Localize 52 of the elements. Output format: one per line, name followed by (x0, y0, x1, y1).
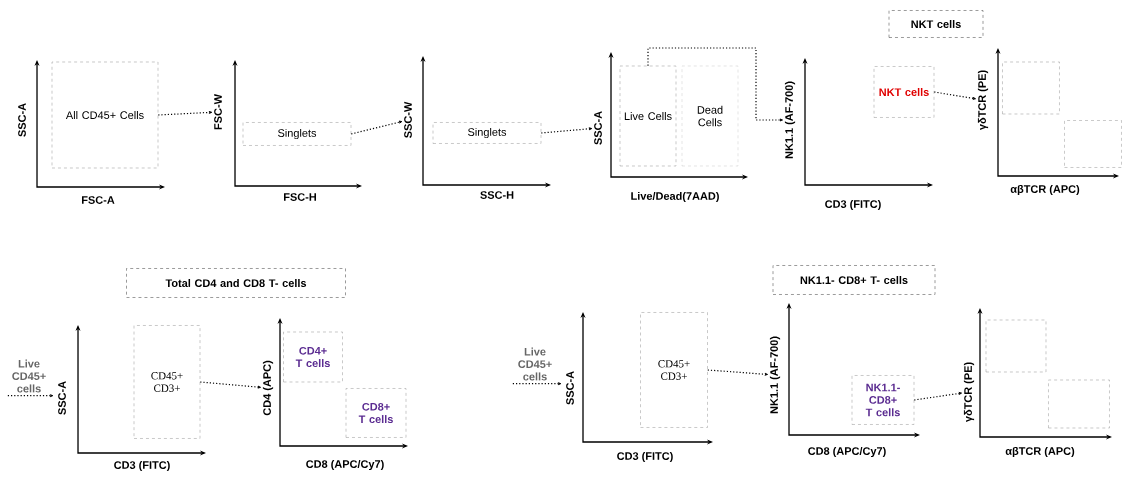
axis-label: αβTCR (APC) (1005, 446, 1075, 458)
arrow (157, 111, 213, 116)
population-label: Live CD45+ cells (12, 359, 46, 393)
gate-box: Singlets (432, 122, 542, 144)
axis-label: NK1.1 (AF-700) (784, 81, 796, 159)
axis-label: SSC-H (480, 191, 514, 199)
population-title-box: NKT cells (888, 10, 984, 38)
arrow (933, 91, 976, 100)
axis-label: SSC-A (594, 111, 602, 145)
axis-label: CD3 (FITC) (617, 451, 673, 463)
axis-label: FSC-A (82, 196, 115, 204)
gate-box: Singlets (242, 122, 352, 146)
gate-box (1048, 379, 1110, 429)
population-title-box: Total CD4 and CD8 T- cells (126, 268, 346, 298)
gate-box (985, 319, 1047, 373)
axis-label: CD3 (FITC) (114, 460, 170, 472)
axis-label: CD4 (APC) (262, 360, 274, 416)
gate-box: NKT cells (873, 66, 935, 118)
axis-label: Live/Dead(7AAD) (631, 191, 719, 203)
gate-box: CD8+ T cells (345, 388, 407, 438)
axis-label: αβTCR (APC) (1010, 184, 1080, 196)
axis-label: γδTCR (PE) (977, 70, 989, 131)
arrow (512, 382, 562, 386)
gate-box (1002, 61, 1060, 115)
axis-label: γδTCR (PE) (963, 362, 975, 423)
gate-box: NK1.1- CD8+ T cells (851, 375, 915, 425)
gate-box: All CD45+ Cells (51, 61, 159, 169)
gate-box: CD45+ CD3+ (133, 325, 201, 439)
gate-box: Live Cells (619, 65, 677, 167)
axis-label: SSC-A (18, 103, 26, 137)
axis-label: SSC-A (566, 371, 574, 405)
arrow (7, 394, 54, 398)
axis-label: CD3 (FITC) (825, 199, 881, 211)
gate-box: CD45+ CD3+ (640, 312, 708, 428)
arrow (647, 47, 783, 122)
axis-label: CD8 (APC/Cy7) (808, 446, 886, 458)
gate-box (1064, 120, 1122, 168)
axis-label: FSC-H (284, 193, 316, 201)
gate-box: CD4+ T cells (283, 331, 343, 383)
arrow (707, 369, 768, 376)
arrow (199, 381, 261, 389)
population-title-box: NK1.1- CD8+ T- cells (772, 265, 936, 295)
population-label: Live CD45+ cells (518, 347, 552, 381)
arrow (913, 392, 962, 401)
axis-label: SSC-A (58, 381, 66, 415)
gate-box: Dead Cells (681, 65, 739, 167)
axis-label: CD8 (APC/Cy7) (306, 459, 384, 471)
arrow (350, 120, 403, 135)
arrow (540, 127, 593, 134)
axis-label: NK1.1 (AF-700) (769, 336, 781, 414)
axis-label: SSC-W (404, 101, 412, 138)
axis-label: FSC-W (214, 94, 222, 130)
